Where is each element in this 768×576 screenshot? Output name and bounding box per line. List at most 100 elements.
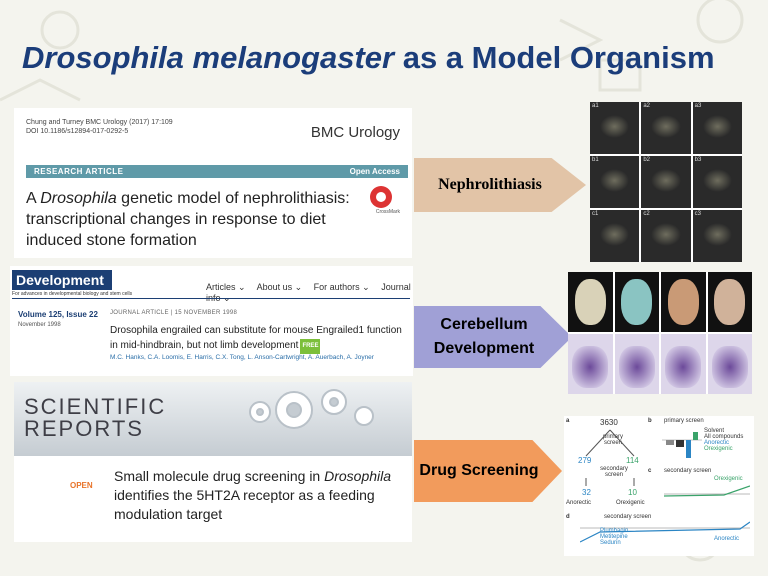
primary-screen-bars: [662, 432, 702, 458]
article-title: Small molecule drug screening in Drosoph…: [114, 467, 404, 524]
article-type-bar: RESEARCH ARTICLE Open Access: [26, 165, 408, 178]
microscopy-image: b3: [692, 156, 742, 208]
nephrolithiasis-arrow: Nephrolithiasis: [414, 158, 586, 212]
drug-screening-figure: a 3630 primary screen 279 114 secondary …: [564, 416, 754, 556]
panel-label-a: a: [566, 418, 570, 424]
brand-line-1: SCIENTIFIC: [24, 394, 167, 419]
legend-orexigenic: Orexigenic: [704, 446, 733, 452]
brain-section-image: [661, 334, 706, 394]
drug-screening-label: Drug Screening: [419, 462, 539, 479]
scientific-reports-article: SCIENTIFIC REPORTS OPEN Small molecule d…: [14, 382, 412, 542]
image-label: a2: [643, 103, 651, 109]
journal-name: BMC Urology: [310, 124, 400, 141]
cerebellum-arrow: Cerebellum Development: [414, 306, 572, 368]
image-label: c1: [592, 211, 599, 217]
development-logo: Development: [12, 270, 112, 290]
panel-label-d: d: [566, 514, 570, 520]
orexigenic-label: Orexigenic: [616, 500, 645, 506]
article-citation: Chung and Turney BMC Urology (2017) 17:1…: [26, 118, 173, 136]
secondary-screen-d-label: secondary screen: [604, 514, 652, 520]
primary-screen-b-label: primary screen: [664, 418, 704, 424]
bmc-urology-article: Chung and Turney BMC Urology (2017) 17:1…: [14, 108, 412, 258]
article-title-a: A: [26, 190, 41, 207]
primary-screen-label: primary screen: [602, 434, 623, 446]
article-title-italic: Drosophila: [324, 468, 392, 484]
article-title: Drosophila engrailed can substitute for …: [110, 323, 402, 354]
drug-metitepine: Metitepine: [600, 534, 628, 540]
legend-all: All compounds: [704, 434, 744, 440]
divider: [12, 298, 410, 299]
orexigenic-secondary-count: 10: [628, 488, 637, 497]
cerebellum-images-panel: [568, 272, 752, 394]
article-title-italic: Drosophila: [40, 190, 117, 207]
nav-about-us[interactable]: About us ⌄: [256, 282, 303, 292]
author-list: M.C. Hanks, C.A. Loomis, E. Harris, C.X.…: [110, 354, 374, 361]
article-title-a: Small molecule drug screening in: [114, 468, 325, 484]
article-title: A Drosophila genetic model of nephrolith…: [26, 188, 356, 251]
brain-section-image: [614, 334, 659, 394]
open-label: OPEN: [70, 481, 93, 490]
microscopy-image: b1: [590, 156, 640, 208]
nephrolithiasis-label: Nephrolithiasis: [438, 176, 542, 193]
nephrolithiasis-microscopy-panel: a1 a2 a3 b1 b2 b3 c1 c2 c3: [590, 102, 742, 262]
brain-image: [707, 272, 752, 332]
total-count: 3630: [600, 418, 618, 427]
article-meta: JOURNAL ARTICLE | 15 NOVEMBER 1998: [110, 310, 238, 316]
microscopy-image: c2: [641, 210, 691, 262]
orexigenic-c-label: Orexigenic: [714, 476, 743, 482]
brain-image: [614, 272, 659, 332]
article-title-text: Drosophila engrailed can substitute for …: [110, 325, 402, 351]
volume-issue: Volume 125, Issue 22: [18, 310, 98, 319]
citation-line-2: DOI 10.1186/s12894-017-0292-5: [26, 128, 129, 135]
brain-image: [568, 272, 613, 332]
anorectic-secondary-count: 32: [582, 488, 591, 497]
open-access-label: Open Access: [349, 167, 400, 176]
development-tagline: For advances in developmental biology an…: [12, 291, 133, 297]
drug-plumbagin: Plumbagin: [600, 528, 629, 534]
issue-date: November 1998: [18, 322, 61, 328]
title-italic: Drosophila melanogaster: [22, 40, 395, 75]
citation-line-1: Chung and Turney BMC Urology (2017) 17:1…: [26, 119, 173, 126]
image-label: b3: [694, 157, 702, 163]
title-rest: as a Model Organism: [394, 40, 715, 75]
microscopy-image: c1: [590, 210, 640, 262]
microscopy-image: a3: [692, 102, 742, 154]
brain-section-image: [707, 334, 752, 394]
image-label: a3: [694, 103, 702, 109]
brain-image: [661, 272, 706, 332]
slide-title: Drosophila melanogaster as a Model Organ…: [22, 40, 752, 76]
microscopy-image: a1: [590, 102, 640, 154]
journal-banner: SCIENTIFIC REPORTS: [14, 382, 412, 456]
crossmark-label: CrossMark: [375, 209, 400, 215]
brain-section-image: [568, 334, 613, 394]
image-label: c3: [694, 211, 701, 217]
secondary-screen-c-curve: [664, 485, 750, 497]
legend-solvent: Solvent: [704, 428, 725, 434]
article-title-b: genetic model of nephrolithiasis: transc…: [26, 190, 350, 249]
brand-line-2: REPORTS: [24, 416, 144, 441]
secondary-screen-d-curve: [580, 521, 750, 543]
anorectic-label: Anorectic: [566, 500, 592, 506]
microscopy-image: a2: [641, 102, 691, 154]
nav-articles[interactable]: Articles ⌄: [206, 282, 246, 292]
legend: Solvent All compounds Anorectic Orexigen…: [704, 428, 743, 452]
free-badge: FREE: [300, 339, 321, 354]
image-label: b1: [592, 157, 599, 163]
drug-list: Plumbagin Metitepine Sedurin: [600, 528, 628, 546]
panel-label-b: b: [648, 418, 652, 424]
secondary-screen-label: secondary screen: [600, 466, 628, 478]
microscopy-image: b2: [641, 156, 691, 208]
microscopy-image: c3: [692, 210, 742, 262]
image-label: a1: [592, 103, 599, 109]
cerebellum-label: Cerebellum Development: [433, 316, 535, 357]
nav-for-authors[interactable]: For authors ⌄: [313, 282, 370, 292]
gears-icon: [249, 389, 374, 429]
drug-sedurin: Sedurin: [600, 540, 621, 546]
image-label: b2: [643, 157, 651, 163]
crossmark-icon: [370, 186, 392, 208]
panel-label-c: c: [648, 468, 652, 474]
orexigenic-primary-count: 114: [626, 456, 639, 465]
research-article-label: RESEARCH ARTICLE: [34, 167, 124, 176]
drug-screening-arrow: Drug Screening: [414, 440, 562, 502]
anorectic-primary-count: 279: [578, 456, 592, 465]
